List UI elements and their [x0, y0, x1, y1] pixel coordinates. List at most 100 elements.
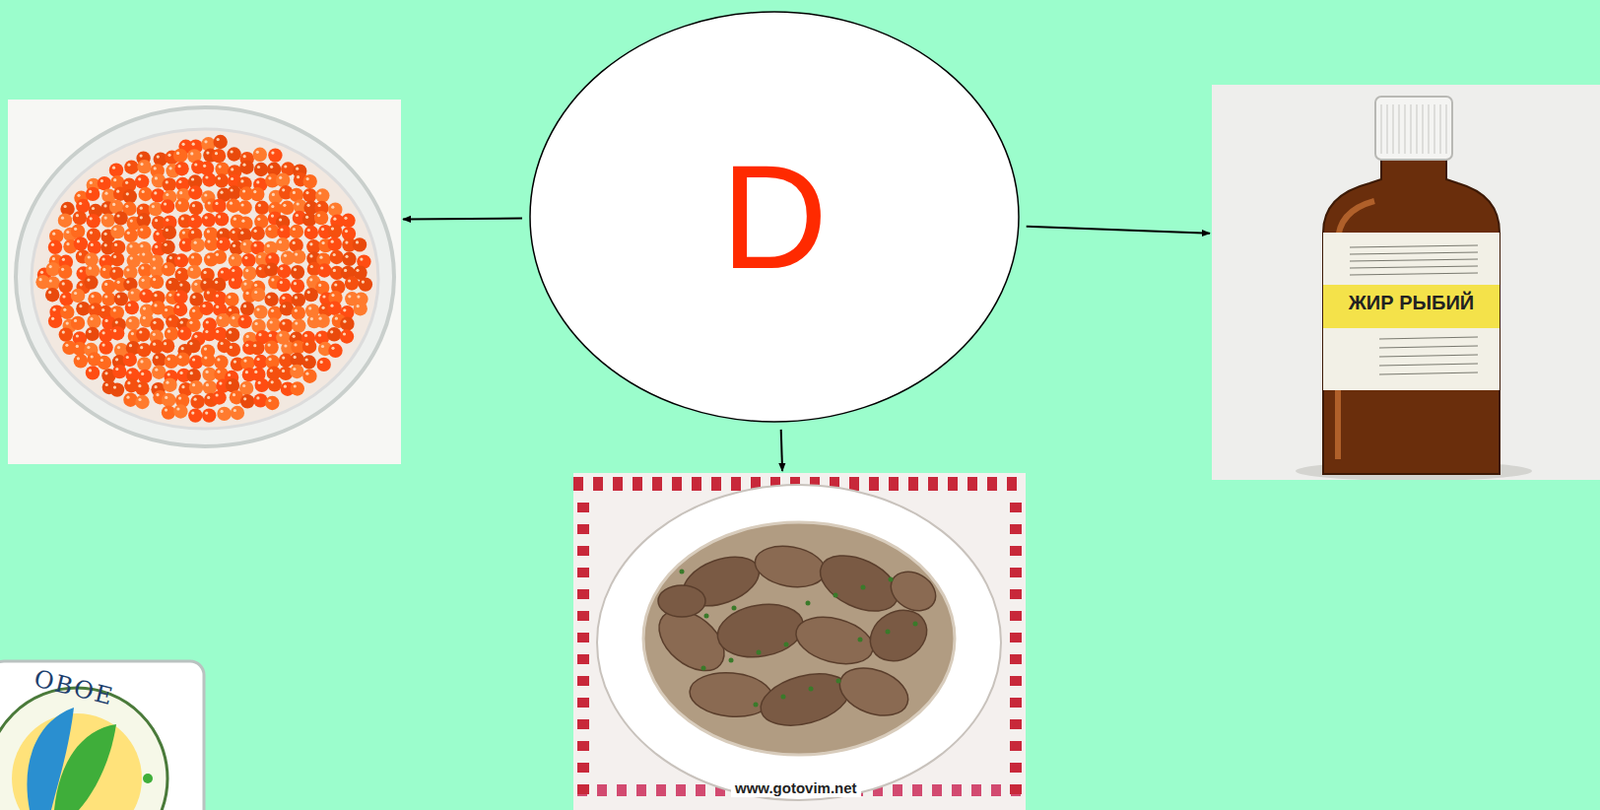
roe-highlight [215, 330, 219, 334]
cap-ridge [1427, 104, 1430, 154]
roe-egg [138, 187, 153, 201]
roe-egg [162, 177, 177, 192]
roe-highlight [228, 308, 232, 312]
roe-highlight [308, 306, 312, 310]
label-fine-print [1379, 354, 1478, 357]
cloth-pattern [577, 784, 590, 795]
cloth-pattern [652, 476, 663, 491]
roe-highlight [176, 406, 180, 410]
bottle-label-text: ЖИР РЫБИЙ [1323, 291, 1500, 315]
roe-highlight [61, 216, 65, 220]
roe-highlight [113, 329, 117, 333]
roe-egg [275, 173, 290, 188]
roe-highlight [359, 258, 363, 262]
roe-highlight [78, 201, 82, 205]
roe-egg [317, 263, 332, 277]
roe-highlight [307, 228, 311, 232]
roe-egg [214, 211, 229, 226]
roe-highlight [126, 396, 130, 400]
roe-egg [173, 403, 188, 418]
roe-highlight [189, 321, 193, 325]
roe-egg [302, 339, 317, 354]
roe-highlight [330, 304, 334, 308]
roe-highlight [181, 346, 185, 350]
roe-highlight [165, 180, 169, 184]
roe-highlight [191, 217, 195, 221]
roe-egg [46, 262, 61, 276]
cap-ridge [1409, 104, 1412, 154]
roe-highlight [202, 164, 206, 168]
roe-highlight [102, 267, 106, 271]
watermark-text: www.gotovim.net [731, 778, 862, 798]
roe-egg [250, 340, 265, 355]
roe-highlight [245, 268, 249, 272]
roe-highlight [182, 231, 186, 235]
roe-highlight [318, 333, 322, 337]
roe-egg [276, 224, 291, 239]
roe-highlight [75, 344, 79, 348]
roe-highlight [219, 240, 223, 244]
cloth-pattern [636, 784, 647, 797]
cloth-pattern [971, 784, 982, 797]
roe-egg [161, 262, 176, 276]
roe-egg [59, 278, 73, 293]
roe-highlight [216, 370, 220, 374]
roe-egg [341, 252, 356, 267]
roe-highlight [216, 137, 220, 141]
roe-egg [86, 314, 101, 329]
cloth-pattern [577, 697, 590, 708]
roe-highlight [101, 308, 105, 312]
cap-ridge [1403, 104, 1406, 154]
roe-egg [253, 147, 267, 162]
roe-egg [242, 266, 257, 280]
roe-highlight [164, 396, 168, 400]
roe-highlight [214, 201, 218, 205]
roe-highlight [294, 253, 298, 257]
roe-egg [101, 279, 116, 294]
roe-highlight [204, 330, 208, 334]
roe-highlight [229, 345, 233, 349]
roe-highlight [102, 331, 106, 334]
roe-highlight [270, 151, 274, 155]
roe-highlight [322, 241, 326, 245]
roe-highlight [131, 290, 134, 294]
herb-fleck [808, 686, 814, 692]
roe-highlight [319, 317, 323, 321]
roe-highlight [305, 342, 309, 346]
roe-egg [73, 236, 88, 251]
node-shape [573, 472, 1026, 810]
roe-egg [226, 185, 241, 200]
roe-egg [123, 352, 137, 367]
roe-highlight [104, 192, 108, 196]
roe-egg [201, 172, 216, 187]
roe-highlight [331, 205, 334, 209]
roe-egg [211, 199, 226, 213]
cloth-pattern [656, 784, 667, 797]
roe-highlight [292, 334, 296, 338]
roe-highlight [153, 303, 157, 307]
roe-highlight [79, 282, 83, 286]
roe-highlight [139, 345, 143, 349]
liver-piece [861, 600, 936, 671]
roe-highlight [293, 342, 297, 346]
roe-egg [303, 174, 318, 189]
roe-egg [315, 188, 330, 202]
roe-highlight [220, 269, 224, 273]
roe-highlight [194, 162, 198, 166]
roe-highlight [76, 194, 80, 198]
arrow-connector [402, 217, 523, 221]
roe-highlight [117, 280, 121, 284]
cloth-pattern [731, 476, 741, 491]
cap-ridge [1415, 104, 1418, 154]
roe-highlight [75, 333, 79, 337]
cloth-pattern [1009, 545, 1022, 556]
label-fine-print [1349, 259, 1478, 262]
roe-highlight [258, 381, 262, 385]
roe-egg [240, 301, 255, 316]
tablecloth [573, 472, 1026, 810]
roe-egg [174, 253, 189, 267]
roe-highlight [270, 309, 274, 313]
roe-egg [253, 393, 267, 407]
glass-bowl [15, 107, 395, 447]
roe-highlight [318, 283, 322, 287]
